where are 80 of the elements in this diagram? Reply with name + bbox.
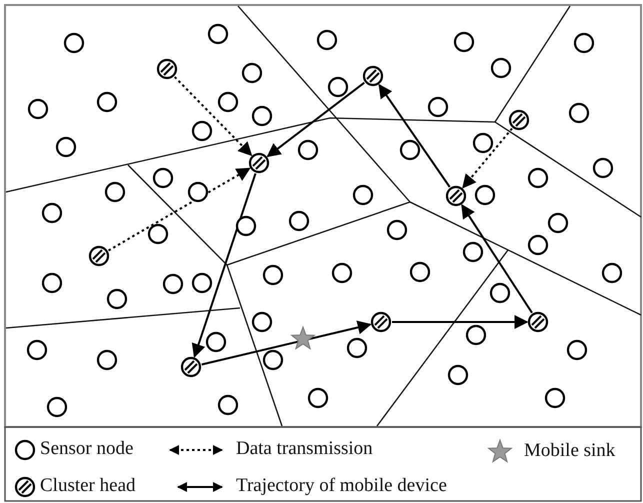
sensor-node: [315, 28, 339, 52]
sensor-node: [326, 75, 350, 99]
sensor-node: [190, 119, 214, 143]
sensor-node: [473, 183, 497, 207]
sensor-node: [464, 323, 488, 347]
sensor-node: [543, 386, 567, 410]
sensor-node: [526, 233, 550, 257]
dotted-arrow: [174, 76, 252, 156]
sensor-node: [146, 222, 170, 246]
sensor-node: [461, 240, 485, 264]
sensor-node: [250, 104, 274, 128]
sensor-node: [240, 61, 264, 85]
sensor-node: [216, 90, 240, 114]
sensor-node: [471, 131, 495, 155]
sensor-node: [186, 180, 210, 204]
arrow: [378, 84, 451, 188]
arrow: [266, 82, 365, 158]
cluster-head-node: [179, 355, 203, 379]
cluster-head-node: [369, 310, 393, 334]
sensor-node: [398, 138, 422, 162]
sensor-node: [408, 260, 432, 284]
arrow: [192, 173, 256, 358]
sensor-node: [591, 156, 615, 180]
sensor-node: [385, 218, 409, 242]
sensor-node: [250, 310, 274, 334]
sensor-node: [306, 386, 330, 410]
legend-label: Trajectory of mobile device: [236, 475, 447, 497]
sensor-node: [54, 135, 78, 159]
cluster-head-node: [87, 244, 111, 268]
mobile-sink-star: [291, 327, 315, 351]
sensor-node: [426, 95, 450, 119]
sensor-node: [261, 263, 285, 287]
cluster-head-node: [155, 57, 179, 81]
sensor-node: [95, 348, 119, 372]
sensor-node: [151, 166, 175, 190]
legend-label: Cluster head: [40, 475, 136, 497]
sensor-node: [62, 31, 86, 55]
arrow: [392, 315, 528, 329]
sensor-node: [25, 338, 49, 362]
sensor-node: [452, 30, 476, 54]
sensor-node: [161, 272, 185, 296]
sensor-node: [105, 287, 129, 311]
sensor-node: [261, 348, 285, 372]
sensor-node: [330, 261, 354, 285]
sensor-node: [103, 180, 127, 204]
sensor-node: [446, 363, 470, 387]
sensor-node: [489, 56, 513, 80]
sensor-node: [190, 271, 214, 295]
legend-label: Data transmission: [236, 438, 373, 460]
arrow: [461, 204, 533, 314]
legend-label: Sensor node: [40, 438, 134, 460]
sensor-node: [234, 214, 258, 238]
dotted-arrow: [108, 168, 251, 252]
sensor-node: [26, 97, 50, 121]
sensor-node: [565, 338, 589, 362]
sensor-node: [600, 261, 624, 285]
cluster-head-node: [444, 184, 468, 208]
sensor-node: [206, 22, 230, 46]
dotted-arrow: [462, 128, 513, 189]
cluster-head-node: [507, 108, 531, 132]
sensor-node: [95, 90, 119, 114]
sensor-node: [287, 209, 311, 233]
sensor-node: [572, 31, 596, 55]
sensor-node: [216, 393, 240, 417]
legend-label: Mobile sink: [524, 440, 616, 462]
sensor-node: [567, 101, 591, 125]
sensor-node: [546, 211, 570, 235]
sensor-node: [40, 201, 64, 225]
cluster-head-node: [247, 151, 271, 175]
sensor-node: [40, 271, 64, 295]
cluster-head-node: [361, 64, 385, 88]
sensor-node: [488, 281, 512, 305]
sensor-node: [526, 166, 550, 190]
cluster-head-node: [526, 310, 550, 334]
sensor-node: [345, 336, 369, 360]
sensor-node: [351, 183, 375, 207]
arrow: [201, 320, 372, 366]
sensor-node: [204, 330, 228, 354]
sensor-node: [45, 395, 69, 419]
sensor-node: [296, 138, 320, 162]
